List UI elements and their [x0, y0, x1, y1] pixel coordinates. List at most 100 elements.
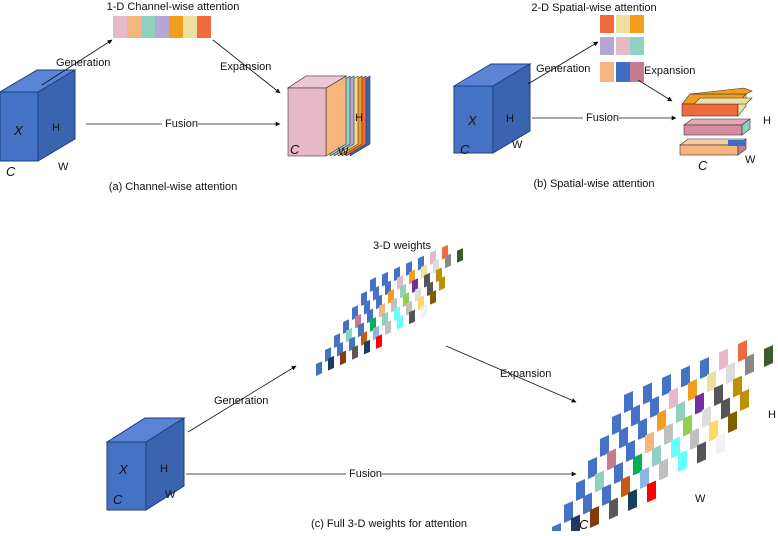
generation-arrow-b — [527, 41, 599, 85]
cube-b-c-label: C — [460, 142, 470, 157]
output-weight-6-8 — [697, 441, 706, 464]
output-weight-5-2 — [595, 470, 604, 493]
fusion-label-c: Fusion — [349, 468, 382, 480]
output-weight-4-2 — [607, 448, 616, 471]
cube-a-w-label: W — [58, 161, 69, 173]
output-a-h-label: H — [355, 112, 363, 124]
output-weight-7-3 — [590, 505, 599, 528]
output-weight-7-1 — [552, 522, 561, 536]
spatial-weight-1 — [600, 15, 614, 33]
output-cube-a — [287, 75, 371, 157]
spatial-weight-3 — [630, 15, 644, 33]
fusion-label-a: Fusion — [165, 118, 198, 130]
spatial-weight-9 — [630, 62, 644, 82]
channel-weight-6 — [183, 16, 197, 38]
output-a-c-label: C — [290, 142, 300, 157]
generation-label-a: Generation — [56, 57, 110, 69]
output-weight-4-9 — [740, 388, 749, 411]
output-weight-3-6 — [695, 392, 704, 415]
small-weight-7-5 — [364, 339, 370, 355]
output-a-w-label: W — [338, 146, 349, 158]
small-weight-7-4 — [352, 345, 358, 360]
channel-weight-4 — [155, 16, 169, 38]
output-weight-3-4 — [657, 409, 666, 432]
panel-a: 1-D Channel-wise attention X H C W Gener… — [0, 1, 371, 193]
small-weight-6-8 — [409, 309, 415, 325]
output-weight-5-3 — [614, 461, 623, 484]
cube-c-x-label: X — [118, 462, 129, 477]
output-weight-2-7 — [726, 361, 735, 384]
output-weight-6-5 — [640, 466, 649, 489]
spatial-weight-7 — [600, 62, 614, 82]
output-weight-6-4 — [621, 475, 630, 498]
output-weight-4-1 — [588, 456, 597, 479]
output-weight-2-8 — [745, 353, 754, 376]
output-weight-3-3 — [638, 417, 647, 440]
output-3d-weights — [552, 339, 773, 536]
channel-weight-1 — [113, 16, 127, 38]
output-weight-6-1 — [564, 500, 573, 523]
output-weight-4-4 — [645, 431, 654, 454]
output-weight-2-6 — [707, 370, 716, 393]
output-weight-5-9 — [728, 410, 737, 433]
output-weight-3-5 — [676, 400, 685, 423]
small-weight-6-9 — [421, 304, 427, 319]
cube-c-w-label: W — [165, 489, 176, 501]
small-weight-2-9 — [457, 248, 463, 263]
expansion-label-a: Expansion — [220, 61, 271, 73]
expansion-label-b: Expansion — [644, 65, 695, 77]
spatial-weight-4 — [600, 37, 614, 55]
output-weight-3-8 — [733, 375, 742, 398]
spatial-weight-5 — [616, 37, 630, 55]
spatial-weight-2 — [616, 15, 630, 33]
generation-label-b: Generation — [536, 63, 590, 75]
output-c-w-label: W — [695, 493, 706, 505]
output-weight-1-6 — [719, 348, 728, 371]
output-weight-1-7 — [738, 339, 747, 362]
channel-weight-2 — [127, 16, 141, 38]
small-weight-7-1 — [316, 361, 322, 376]
small-weight-7-6 — [376, 334, 382, 349]
output-weight-1-5 — [700, 356, 709, 379]
output-weight-4-8 — [721, 397, 730, 420]
output-c-h-label: H — [768, 409, 776, 421]
panel-a-caption: (a) Channel-wise attention — [109, 181, 237, 193]
channel-weight-3 — [141, 16, 155, 38]
output-weight-5-1 — [576, 478, 585, 501]
output-weight-6-9 — [716, 432, 725, 455]
output-weight-5-4 — [633, 453, 642, 476]
output-weight-2-1 — [612, 412, 621, 435]
expansion-arrow-b — [637, 79, 673, 102]
input-cube-a: X H — [0, 69, 77, 162]
small-weight-7-2 — [328, 355, 334, 371]
output-weight-5-6 — [671, 436, 680, 459]
output-weight-3-2 — [619, 426, 628, 449]
expansion-label-c: Expansion — [500, 368, 551, 380]
spatial-weight-6 — [630, 37, 644, 55]
generation-arrow-a — [41, 39, 113, 86]
cube-c-h-label: H — [160, 463, 168, 475]
panel-a-title: 1-D Channel-wise attention — [107, 1, 240, 13]
channel-weight-7 — [197, 16, 211, 38]
small-weight-7-3 — [340, 350, 346, 366]
panel-b-title: 2-D Spatial-wise attention — [531, 2, 656, 14]
output-weight-2-9 — [764, 344, 773, 367]
output-weight-5-7 — [690, 427, 699, 450]
output-weight-1-4 — [681, 365, 690, 388]
cube-b-w-label: W — [512, 139, 523, 151]
output-weight-2-5 — [688, 378, 697, 401]
generation-label-c: Generation — [214, 395, 268, 407]
output-weight-1-2 — [643, 382, 652, 405]
cube-a-c-label: C — [6, 164, 16, 179]
cube-c-c-label: C — [113, 492, 123, 507]
output-b-c-label: C — [698, 158, 708, 173]
panel-b-caption: (b) Spatial-wise attention — [533, 178, 654, 190]
output-weight-1-1 — [624, 390, 633, 413]
channel-weight-5 — [169, 16, 183, 38]
small-weight-5-9 — [430, 290, 436, 305]
output-weight-4-3 — [626, 439, 635, 462]
expansion-arrow-a — [212, 39, 281, 94]
output-weight-4-7 — [702, 405, 711, 428]
